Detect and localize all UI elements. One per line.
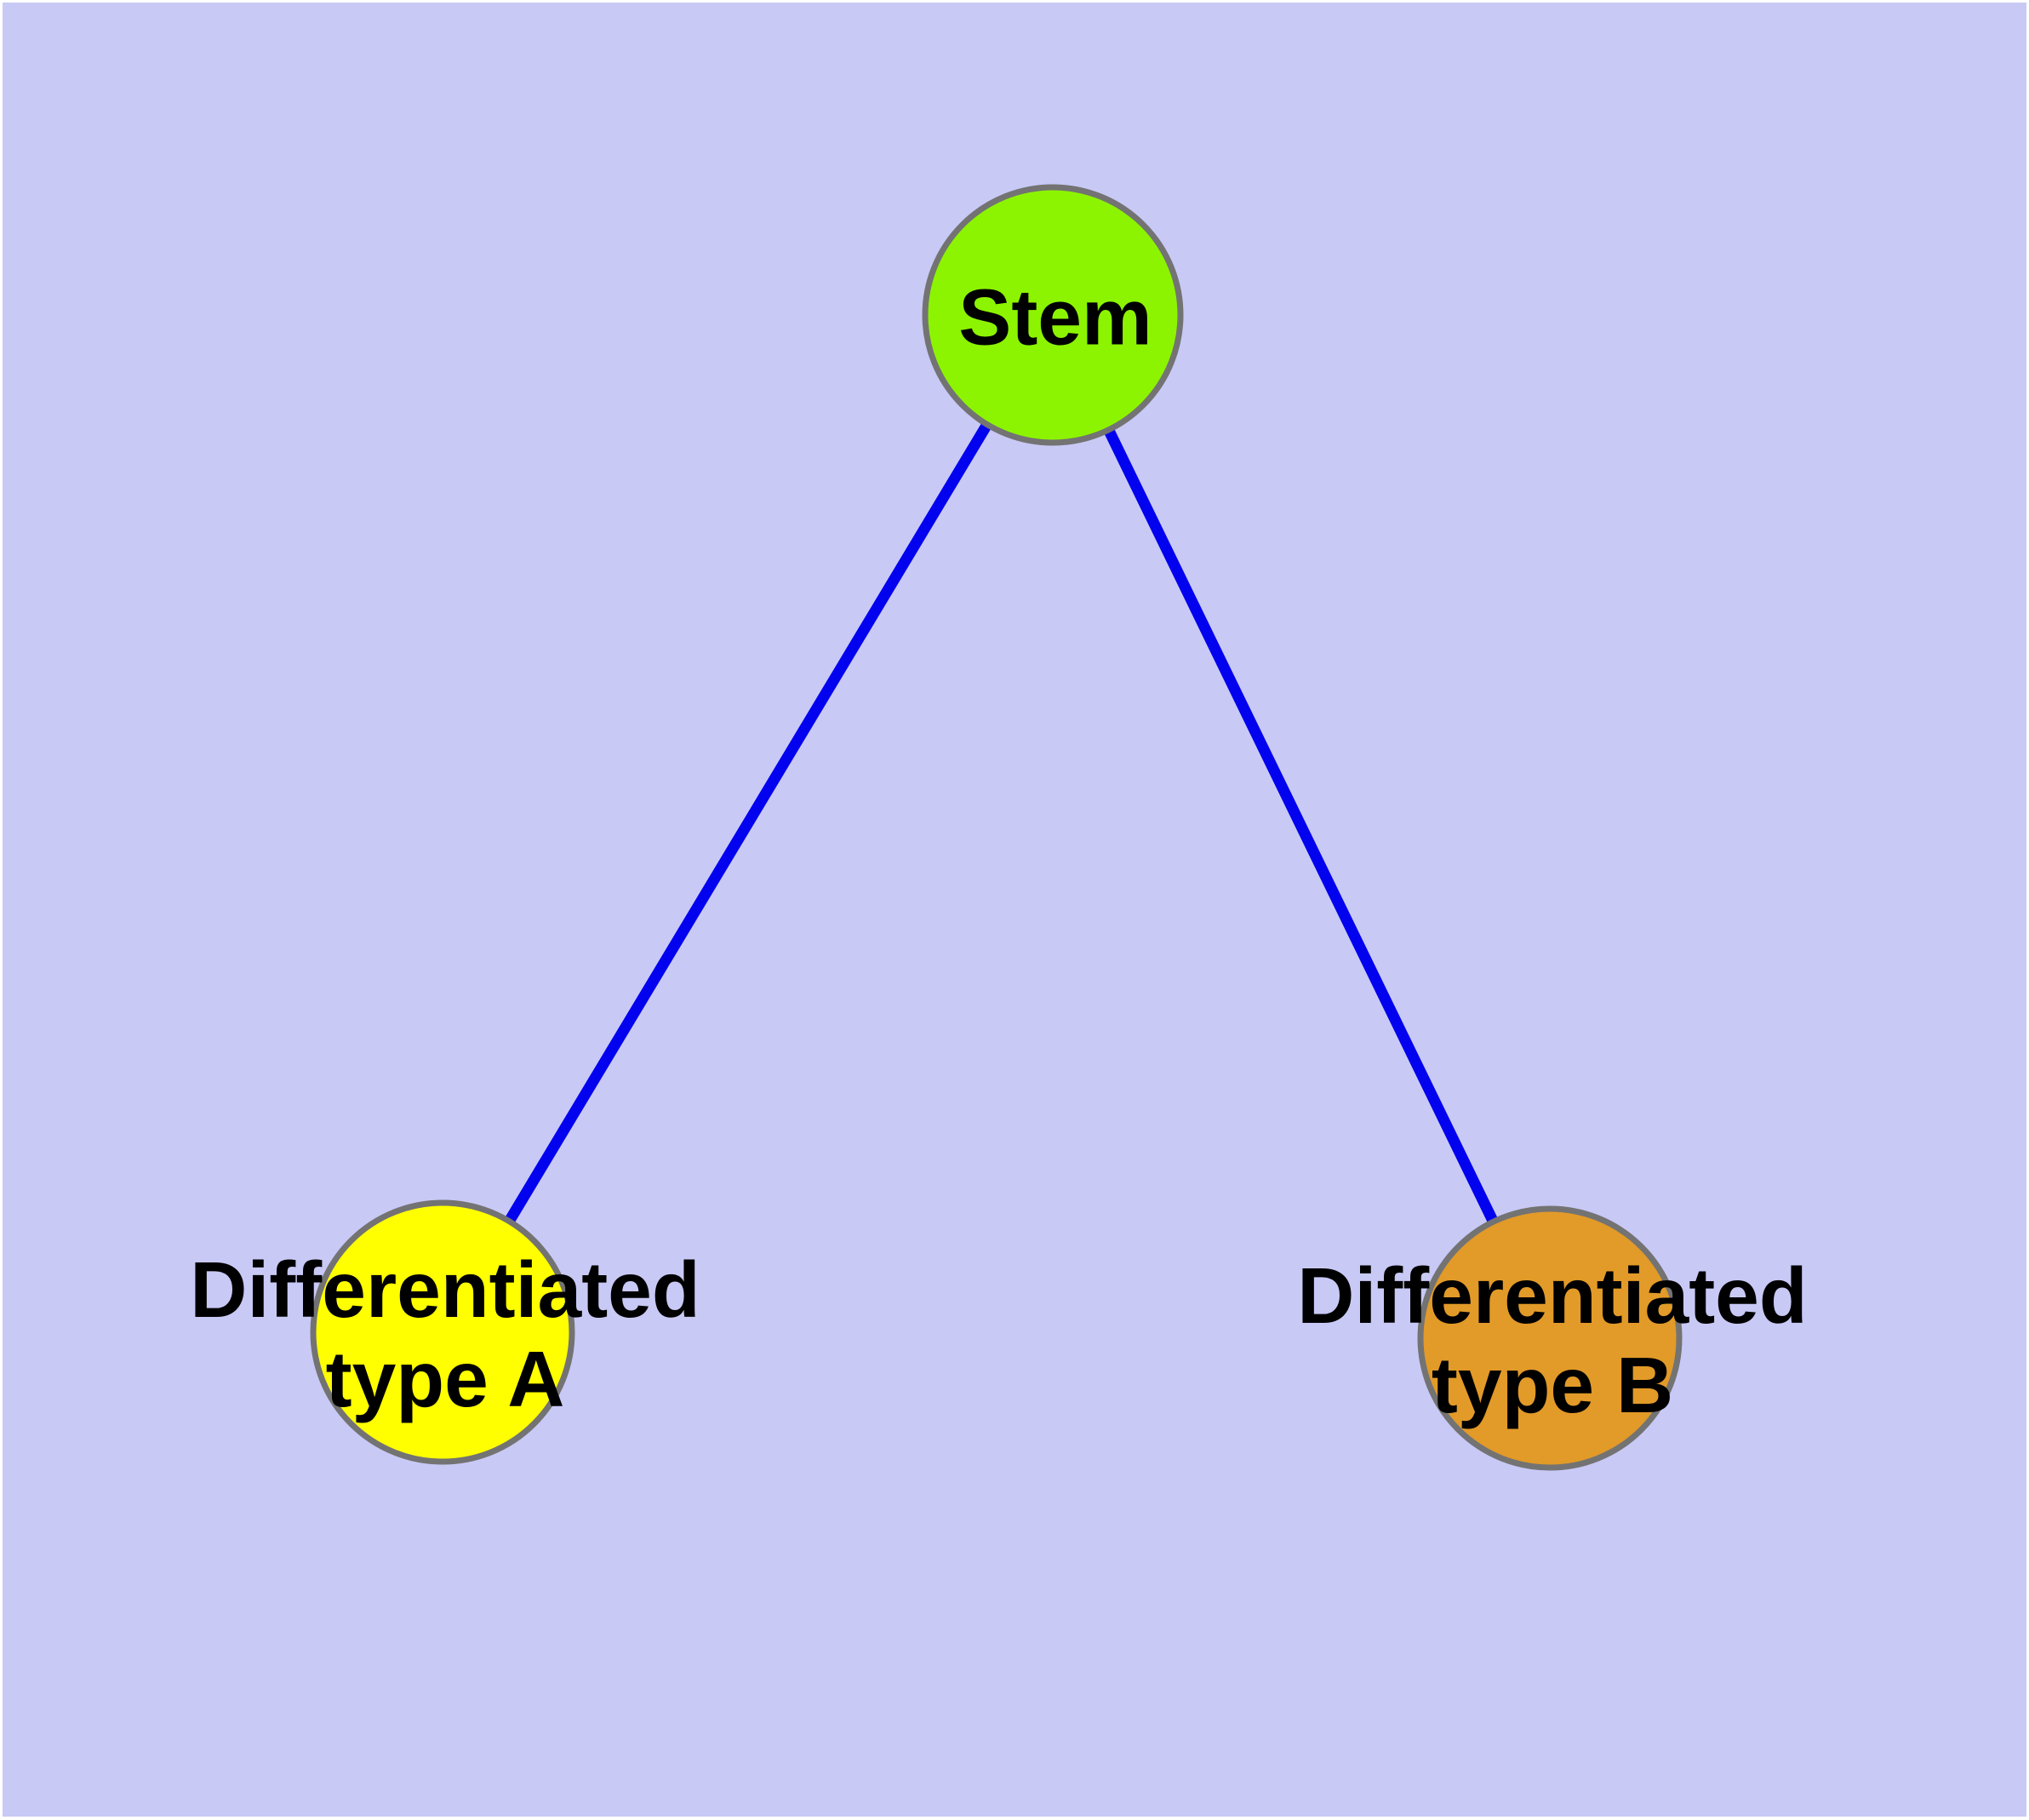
graph-svg (310, 184, 1683, 1471)
node-circle-stem (922, 184, 1184, 446)
edge-stem-type-a (437, 312, 1058, 1336)
node-circle-type-a (310, 1199, 575, 1465)
edge-stem-type-b (1048, 312, 1555, 1341)
node-circle-type-b (1417, 1205, 1683, 1471)
